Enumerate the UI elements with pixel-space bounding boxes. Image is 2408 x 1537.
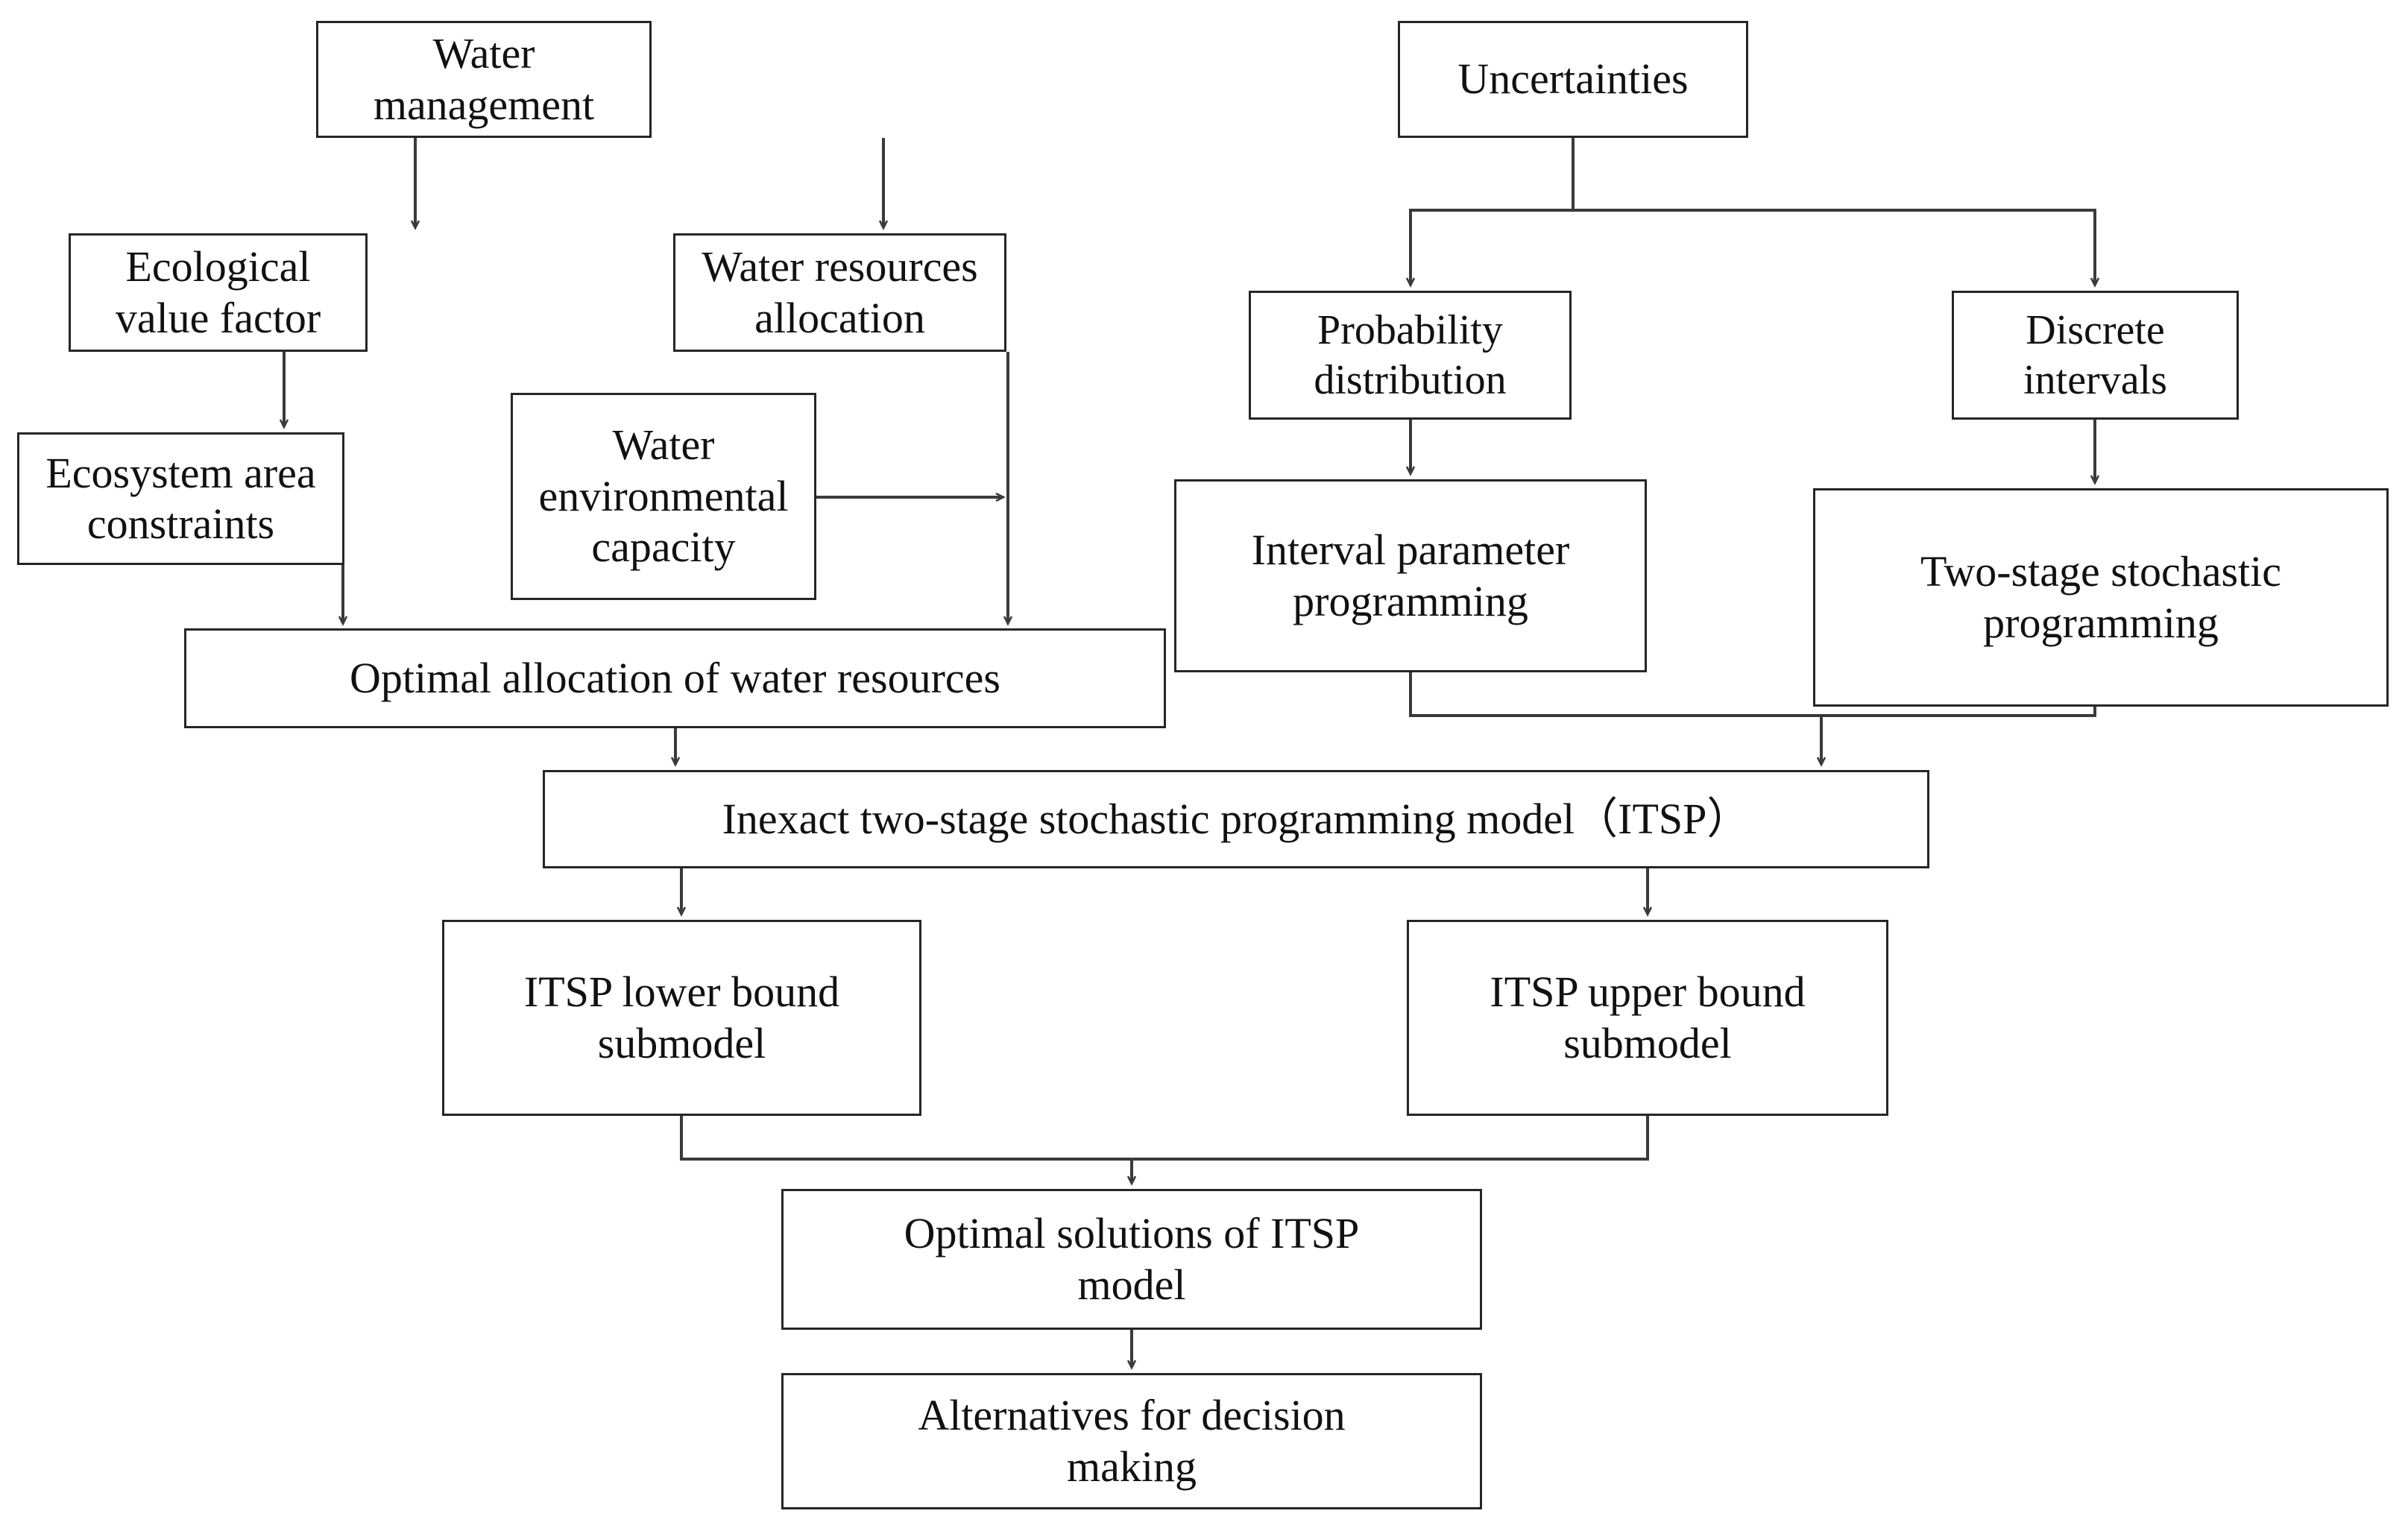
node-uncertainties[interactable]: Uncertainties bbox=[1398, 21, 1748, 138]
node-label: Uncertainties bbox=[1457, 54, 1689, 104]
edge-itsp-upper-leg bbox=[1132, 1116, 1649, 1161]
edge-uncertainties-to-discrete-intervals bbox=[1572, 138, 2095, 285]
node-optimal-allocation-of-water-resources[interactable]: Optimal allocation of water resources bbox=[184, 628, 1166, 728]
node-itsp-model[interactable]: Inexact two-stage stochastic programming… bbox=[543, 770, 1929, 868]
node-label: Water management bbox=[373, 29, 595, 129]
edge-uncertainties-to-probability-distribution bbox=[1411, 138, 1575, 285]
edge-submodels-merge-to-optimal-solutions bbox=[680, 1116, 1132, 1183]
edge-two-stage-leg bbox=[1821, 707, 2096, 717]
node-label: Optimal allocation of water resources bbox=[350, 653, 1000, 702]
node-water-management[interactable]: Water management bbox=[316, 21, 652, 138]
edge-branches-merge-to-itsp-model bbox=[1409, 672, 1821, 764]
node-label: Inexact two-stage stochastic programming… bbox=[722, 794, 1750, 843]
